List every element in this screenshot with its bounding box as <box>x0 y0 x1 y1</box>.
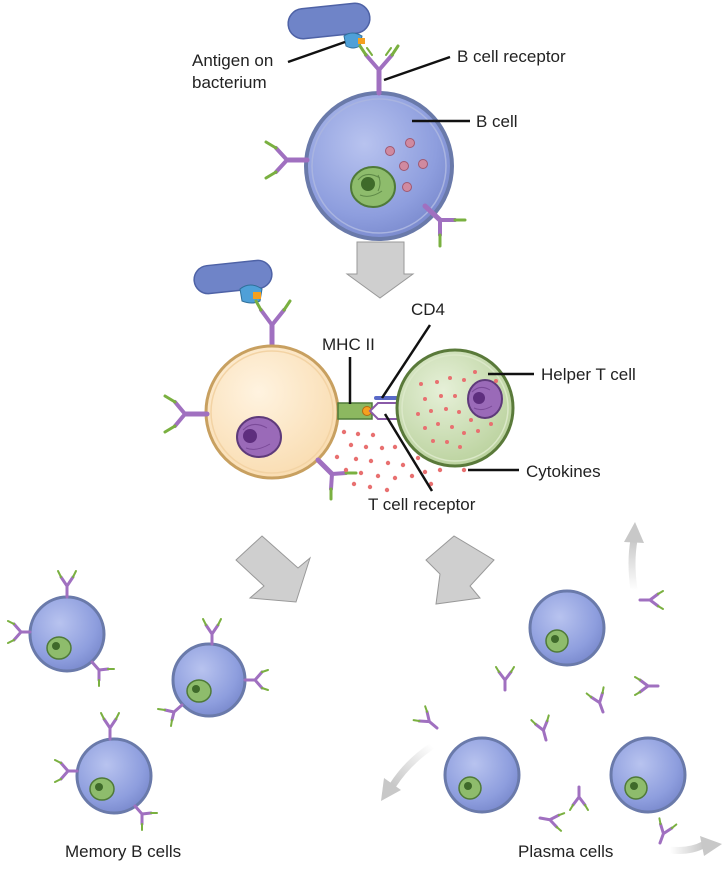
b-cell-top <box>304 91 454 241</box>
antigen-mid <box>239 284 263 304</box>
svg-text:Antigen on: Antigen on <box>192 51 273 70</box>
t-cell-receptor <box>368 402 399 420</box>
antibody-mid-left <box>163 394 210 434</box>
antibody-top-left <box>264 140 310 180</box>
memory-b-cell-2 <box>157 618 269 727</box>
label-t-cell-receptor: T cell receptor <box>368 413 476 514</box>
vesicles-top <box>385 138 428 192</box>
label-memory-b-cells: Memory B cells <box>65 842 181 861</box>
label-antigen: Antigen on bacterium <box>192 40 346 92</box>
label-cytokines: Cytokines <box>468 462 601 481</box>
nucleus-top <box>350 166 396 208</box>
receptor-antibody-mid <box>254 299 292 351</box>
t-cell-cytokine-granules <box>416 370 498 449</box>
label-b-cell: B cell <box>412 112 518 131</box>
svg-text:CD4: CD4 <box>411 300 445 319</box>
svg-text:MHC II: MHC II <box>322 335 375 354</box>
svg-text:Memory B cells: Memory B cells <box>65 842 181 861</box>
antibody-mid-bottom <box>315 457 358 501</box>
bacterium-top <box>287 2 371 40</box>
memory-b-cell-1 <box>7 570 115 687</box>
plasma-cell-1 <box>528 589 606 667</box>
svg-text:B cell receptor: B cell receptor <box>457 47 566 66</box>
arrow-down-right <box>425 535 495 605</box>
label-helper-t-cell: Helper T cell <box>488 365 636 384</box>
memory-b-cell-3 <box>54 712 158 831</box>
antibody-top-right <box>422 203 467 248</box>
helper-t-cell <box>395 348 515 468</box>
svg-text:Plasma cells: Plasma cells <box>518 842 613 861</box>
svg-text:Cytokines: Cytokines <box>526 462 601 481</box>
label-mhc-ii: MHC II <box>322 335 375 404</box>
receptor-antibody-top <box>358 44 400 96</box>
arrow-down-1 <box>345 241 415 299</box>
svg-text:bacterium: bacterium <box>192 73 267 92</box>
nucleus-t-cell <box>467 379 503 419</box>
plasma-cell-3 <box>609 736 687 814</box>
nucleus-activated-b <box>236 416 282 458</box>
svg-text:Helper T cell: Helper T cell <box>541 365 636 384</box>
plasma-cell-2 <box>443 736 521 814</box>
label-cd4: CD4 <box>380 300 445 399</box>
label-b-cell-receptor: B cell receptor <box>383 47 566 82</box>
svg-text:B cell: B cell <box>476 112 518 131</box>
svg-text:T cell receptor: T cell receptor <box>368 495 476 514</box>
motion-arrow-up <box>624 522 644 591</box>
arrow-down-left <box>235 535 311 603</box>
motion-arrow-right <box>669 836 722 856</box>
free-antibodies <box>412 590 678 845</box>
label-plasma-cells: Plasma cells <box>518 842 613 861</box>
antigen-top <box>343 32 365 49</box>
released-cytokines <box>334 429 467 493</box>
motion-arrow-down-left <box>381 743 434 801</box>
